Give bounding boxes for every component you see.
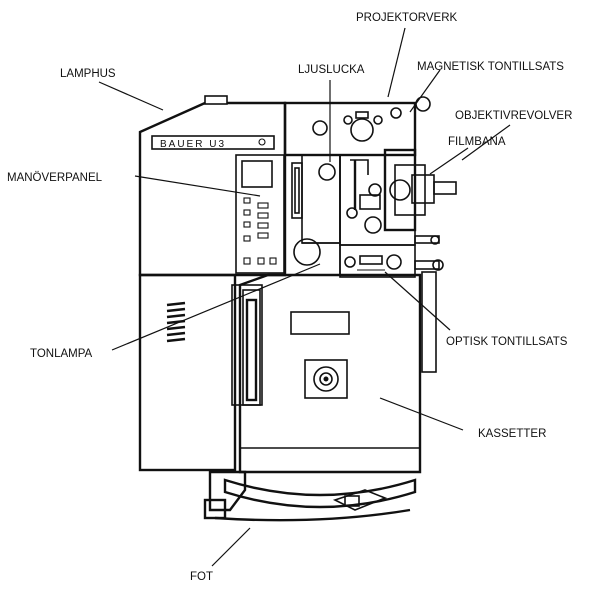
label-filmbana: FILMBANA <box>448 136 506 148</box>
label-magnetisk-tontillsats: MAGNETISK TONTILLSATS <box>417 61 564 73</box>
optical-sound-unit <box>339 244 416 278</box>
cassette-cabinet <box>238 273 422 474</box>
brand-plate-text: BAUER U3 <box>160 139 226 150</box>
lower-cabinet <box>138 273 263 472</box>
label-kassetter: KASSETTER <box>478 428 546 440</box>
vent-slots <box>166 301 186 343</box>
label-lamphus: LAMPHUS <box>60 68 116 80</box>
label-tonlampa: TONLAMPA <box>30 348 93 360</box>
lamp-housing: BAUER U3 <box>138 95 287 277</box>
control-panel <box>235 154 285 274</box>
label-projektorverk: PROJEKTORVERK <box>356 12 458 24</box>
projector-mechanism <box>283 96 457 271</box>
labels: PROJEKTORVERK LAMPHUS LJUSLUCKA MAGNETIS… <box>7 12 572 583</box>
leader-lines <box>98 27 511 567</box>
label-manoverpanel: MANÖVERPANEL <box>7 172 103 184</box>
light-shutter <box>284 154 341 276</box>
side-rail <box>421 271 437 373</box>
label-objektivrevolver: OBJEKTIVREVOLVER <box>455 110 572 122</box>
foot-base <box>203 470 417 522</box>
label-fot: FOT <box>190 571 213 583</box>
label-ljuslucka: LJUSLUCKA <box>298 64 365 76</box>
label-optisk-tontillsats: OPTISK TONTILLSATS <box>446 336 568 348</box>
